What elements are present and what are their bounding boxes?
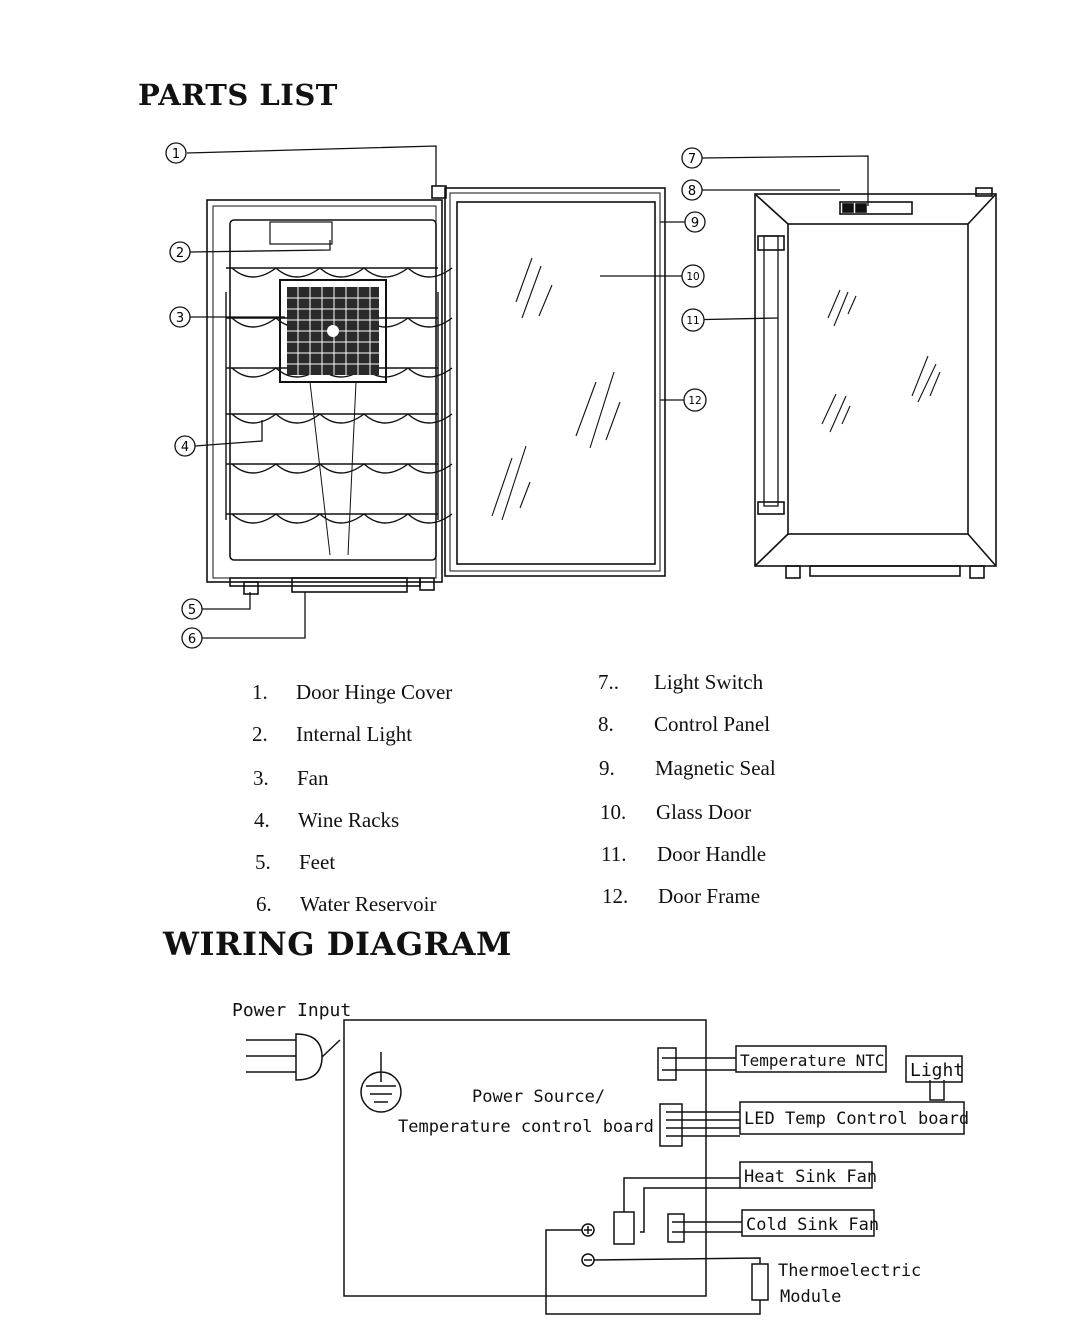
callout-7: 7 xyxy=(681,147,703,169)
callout-3: 3 xyxy=(169,306,191,328)
fridge-closed-view xyxy=(754,187,997,579)
parts-item-number: 4. xyxy=(254,808,270,832)
parts-item-number: 9. xyxy=(599,756,615,780)
parts-diagram: 1 2 3 4 5 6 7 8 9 10 11 12 xyxy=(165,142,997,649)
svg-text:3: 3 xyxy=(176,311,184,326)
parts-item-number: 1. xyxy=(252,680,268,704)
parts-item-label: Water Reservoir xyxy=(300,892,437,916)
svg-text:1: 1 xyxy=(172,147,180,162)
svg-text:7: 7 xyxy=(688,152,696,167)
ntc-connector xyxy=(657,1047,736,1081)
fridge-open-view xyxy=(206,185,453,595)
callout-9: 9 xyxy=(684,211,706,233)
parts-item-label: Light Switch xyxy=(654,670,764,694)
parts-item-label: Feet xyxy=(299,850,336,874)
thermoelectric-label-line2: Module xyxy=(780,1287,841,1307)
parts-item-number: 11. xyxy=(601,842,627,866)
heat-sink-fan-box xyxy=(739,1161,873,1189)
cold-sink-fan-label: Cold Sink Fan xyxy=(746,1215,879,1235)
svg-text:4: 4 xyxy=(181,440,189,455)
board-label-line2: Temperature control board xyxy=(398,1117,654,1137)
parts-item-label: Fan xyxy=(297,766,329,790)
led-board-connector xyxy=(659,1103,740,1147)
parts-item-number: 3. xyxy=(253,766,269,790)
parts-item-label: Door Handle xyxy=(657,842,767,866)
ground-icon xyxy=(360,1052,402,1113)
parts-item-label: Control Panel xyxy=(654,712,771,736)
thermoelectric-label-line1: Thermoelectric xyxy=(778,1261,921,1281)
temperature-ntc-box xyxy=(735,1045,887,1073)
light-box xyxy=(905,1055,963,1083)
callout-markers: 1 2 3 4 5 6 7 8 9 10 11 12 xyxy=(165,142,707,649)
parts-item-number: 2. xyxy=(252,722,268,746)
parts-list-heading: PARTS LIST xyxy=(138,78,338,112)
svg-text:9: 9 xyxy=(691,216,699,231)
svg-text:11: 11 xyxy=(686,315,699,327)
power-input-label: Power Input xyxy=(232,1000,351,1021)
callout-4: 4 xyxy=(174,435,196,457)
glass-door-view xyxy=(444,187,666,577)
parts-item-number: 5. xyxy=(255,850,271,874)
wiring-diagram-heading: WIRING DIAGRAM xyxy=(163,925,512,963)
callout-6: 6 xyxy=(181,627,203,649)
led-board-box xyxy=(739,1101,965,1135)
svg-text:10: 10 xyxy=(686,271,699,283)
board-label-line1: Power Source/ xyxy=(472,1087,605,1107)
heat-sink-fan-label: Heat Sink Fan xyxy=(744,1167,877,1187)
svg-text:5: 5 xyxy=(188,603,196,618)
parts-item-label: Door Hinge Cover xyxy=(296,680,453,704)
power-plug xyxy=(246,1033,341,1081)
temperature-ntc-label: Temperature NTC xyxy=(740,1051,885,1070)
fan xyxy=(279,279,387,556)
callout-5: 5 xyxy=(181,598,203,620)
svg-text:12: 12 xyxy=(688,395,701,407)
parts-item-number: 8. xyxy=(598,712,614,736)
parts-item-label: Door Frame xyxy=(658,884,761,908)
svg-text:2: 2 xyxy=(176,246,184,261)
svg-text:6: 6 xyxy=(188,632,196,647)
heat-sink-fan-connector xyxy=(613,1177,740,1245)
svg-text:8: 8 xyxy=(688,184,696,199)
parts-item-number: 10. xyxy=(600,800,627,824)
parts-item-label: Glass Door xyxy=(656,800,752,824)
callout-11: 11 xyxy=(681,308,705,332)
cold-sink-fan-connector xyxy=(667,1213,742,1243)
control-board-outline xyxy=(343,1019,707,1297)
parts-item-label: Wine Racks xyxy=(298,808,400,832)
parts-item-number: 7.. xyxy=(598,670,619,694)
callout-12: 12 xyxy=(683,388,707,412)
callout-1: 1 xyxy=(165,142,187,164)
light-label: Light xyxy=(910,1060,964,1081)
callout-2: 2 xyxy=(169,241,191,263)
led-board-label: LED Temp Control board xyxy=(744,1109,969,1129)
parts-item-number: 12. xyxy=(602,884,629,908)
callout-10: 10 xyxy=(681,264,705,288)
callout-8: 8 xyxy=(681,179,703,201)
parts-item-number: 6. xyxy=(256,892,272,916)
parts-item-label: Internal Light xyxy=(296,722,413,746)
callout-leaders xyxy=(186,145,869,639)
thermoelectric-wiring xyxy=(545,1223,769,1315)
cold-sink-fan-box xyxy=(741,1209,875,1237)
parts-item-label: Magnetic Seal xyxy=(655,756,776,780)
